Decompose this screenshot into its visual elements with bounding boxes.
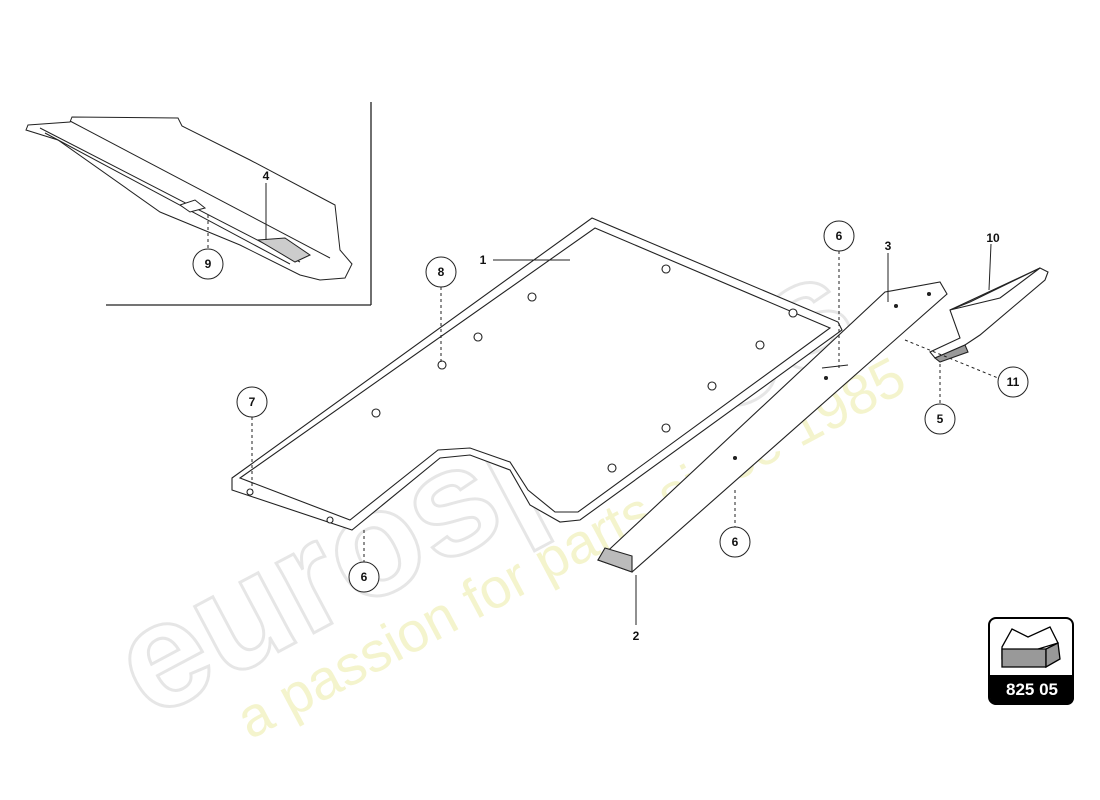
callout-6a[interactable]: 6	[361, 570, 368, 584]
callout-3[interactable]: 3	[885, 239, 892, 253]
callout-5[interactable]: 5	[937, 412, 944, 426]
callout-circle-5[interactable]	[924, 403, 956, 435]
arrow-direction-icon	[1001, 626, 1061, 669]
callout-4[interactable]: 4	[263, 169, 270, 183]
callout-10[interactable]: 10	[986, 231, 1000, 245]
callout-circle-8[interactable]	[425, 256, 457, 288]
inset-frame	[106, 102, 372, 306]
callout-circle-6c[interactable]	[719, 526, 751, 558]
callout-circle-6b[interactable]	[823, 220, 855, 252]
side-strip-part-3	[596, 281, 948, 573]
callout-9[interactable]: 9	[205, 257, 212, 271]
callout-6b[interactable]: 6	[836, 229, 843, 243]
callout-8[interactable]: 8	[438, 265, 445, 279]
callout-2[interactable]: 2	[633, 629, 640, 643]
callout-1[interactable]: 1	[480, 253, 487, 267]
callout-7[interactable]: 7	[249, 395, 256, 409]
callout-circle-11[interactable]	[997, 366, 1029, 398]
inset-sill-part	[25, 116, 353, 281]
view-direction-badge	[988, 617, 1074, 705]
diagram-code: 825 05	[990, 675, 1074, 705]
callout-circle-7[interactable]	[236, 386, 268, 418]
bracket-part-10	[929, 267, 1049, 363]
callout-circle-6a[interactable]	[348, 561, 380, 593]
underbody-panel-part-1	[231, 217, 843, 531]
callout-6c[interactable]: 6	[732, 535, 739, 549]
leader-10	[988, 243, 992, 291]
callout-11[interactable]: 11	[1007, 375, 1020, 389]
leader-11	[904, 339, 999, 379]
callout-circle-9[interactable]	[192, 248, 224, 280]
